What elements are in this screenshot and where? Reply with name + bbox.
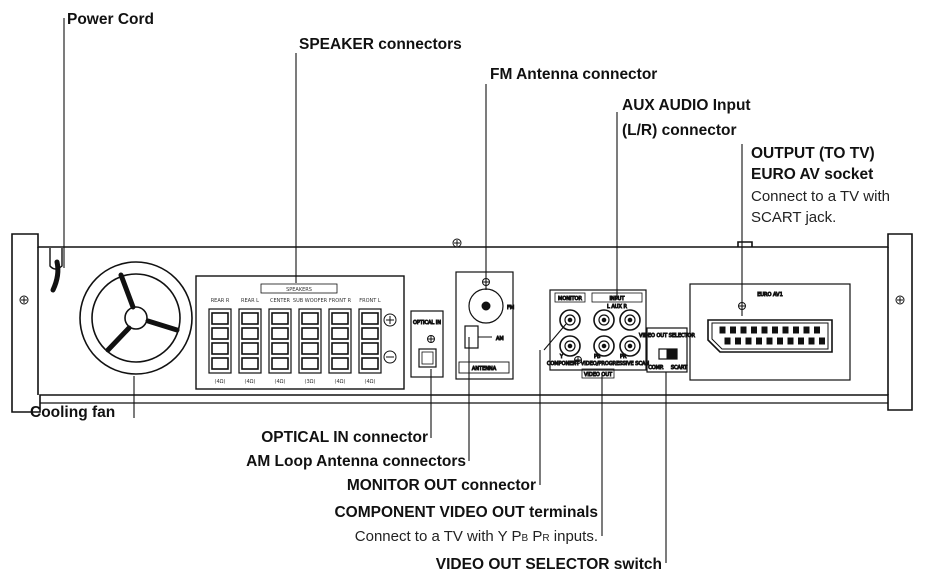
speaker-channel-label: FRONT L (359, 298, 381, 304)
optical-in-panel-label: OPTICAL IN (413, 320, 441, 326)
speaker-impedance-label: (4Ω) (275, 379, 286, 385)
monitor-panel-label: MONITOR (558, 296, 582, 302)
component-desc-b: B (521, 533, 529, 544)
speaker-connectors-label: SPEAKER connectors (299, 36, 462, 53)
speaker-impedance-label: (4Ω) (245, 379, 256, 385)
speaker-channel-label: CENTER (270, 298, 291, 304)
component-out-panel-label: VIDEO OUT (584, 372, 613, 378)
optical-in-label: OPTICAL IN connector (261, 429, 428, 446)
speaker-terminal-2: REAR L (4Ω) (238, 298, 262, 385)
speaker-channel-label: SUB WOOFER (293, 298, 328, 304)
scart-pin (751, 326, 757, 334)
scart-pin (798, 337, 804, 345)
scart-pin (782, 326, 789, 334)
scart-pin (803, 326, 810, 334)
speaker-impedance-label: (4Ω) (215, 379, 226, 385)
output-description-line1: Connect to a TV with (751, 188, 890, 205)
leader-lines (63, 18, 743, 563)
speaker-terminal-3: CENTER (4Ω) (268, 298, 292, 385)
component-caption-panel: COMPONENT VIDEO/PROGRESSIVE SCAN (547, 361, 650, 367)
euro-av-scart-socket: EURO AV1 (689, 283, 851, 381)
antenna-panel-label: ANTENNA (472, 366, 497, 372)
speaker-impedance-label: (4Ω) (335, 379, 346, 385)
scart-pin (735, 337, 741, 345)
cooling-fan-label: Cooling fan (30, 404, 116, 421)
speakers-panel-title: SPEAKERS (286, 287, 312, 293)
power-cord (49, 248, 63, 293)
aux-lr-panel-label: L AUX R (607, 304, 627, 310)
component-jack-label: Y (559, 354, 564, 360)
aux-audio-label-line2: (L/R) connector (622, 122, 737, 139)
speaker-channel-label: FRONT R (329, 298, 352, 304)
selector-panel-label: VIDEO OUT SELECTOR (639, 333, 695, 339)
scart-pin (793, 326, 799, 334)
mounting-screws (19, 238, 905, 364)
output-label-line1: OUTPUT (TO TV) (751, 145, 875, 162)
scart-pin (772, 326, 778, 334)
fm-antenna-label: FM Antenna connector (490, 66, 658, 83)
component-desc-post: inputs. (549, 528, 598, 545)
am-loop-antenna-label: AM Loop Antenna connectors (246, 453, 466, 470)
scart-pin (756, 337, 762, 345)
video-out-selector-label: VIDEO OUT SELECTOR switch (435, 556, 662, 573)
scart-pin (724, 337, 731, 345)
euro-av-panel-label: EURO AV1 (757, 292, 783, 298)
speaker-terminal-5: FRONT R (4Ω) (328, 298, 352, 385)
power-cord-label: Power Cord (67, 11, 154, 28)
scart-pin (819, 337, 825, 345)
speaker-channel-label: REAR L (241, 298, 259, 304)
aux-r-jack (619, 309, 641, 331)
scart-pin (745, 337, 752, 345)
scart-pin (761, 326, 768, 334)
scart-pin (730, 326, 736, 334)
selector-comp-label: COMP. (648, 365, 664, 371)
component-desc-pre: Connect to a TV with Y P (354, 528, 522, 545)
antenna-terminals: FM AM ANTENNA (455, 271, 515, 380)
speaker-channel-label: REAR R (211, 298, 230, 304)
scart-pin (808, 337, 815, 345)
cooling-fan (79, 261, 193, 375)
component-y-jack (559, 335, 581, 357)
chassis (11, 233, 913, 413)
component-jack-label: PB (594, 354, 601, 360)
output-description-line2: SCART jack. (751, 209, 837, 226)
component-jack-label: PR (620, 354, 627, 360)
monitor-out-label: MONITOR OUT connector (346, 477, 536, 494)
component-video-description: Connect to a TV with Y PB PR inputs. (355, 527, 598, 548)
optical-in-jack: OPTICAL IN (410, 310, 444, 378)
component-desc-mid: P (528, 528, 543, 545)
component-desc-r: R (542, 533, 550, 544)
scart-pin (814, 326, 820, 334)
component-video-label: COMPONENT VIDEO OUT terminals (334, 504, 598, 521)
speaker-terminal-1: REAR R (4Ω) (208, 298, 232, 385)
monitor-out-jack (559, 309, 581, 331)
speaker-impedance-label: (4Ω) (365, 379, 376, 385)
aux-l-jack (593, 309, 615, 331)
scart-pin (787, 337, 794, 345)
output-label-line2: EURO AV socket (751, 166, 874, 183)
scart-pin (766, 337, 773, 345)
selector-scart-label: SCART (671, 365, 688, 371)
speaker-terminal-4: SUB WOOFER (3Ω) (293, 298, 328, 385)
am-panel-label: AM (496, 336, 504, 342)
scart-pin (719, 326, 726, 334)
component-pb-jack (593, 335, 615, 357)
speaker-terminal-6: FRONT L (4Ω) (358, 298, 382, 385)
component-pr-jack (619, 335, 641, 357)
speaker-impedance-label: (3Ω) (305, 379, 316, 385)
scart-pin (740, 326, 747, 334)
fm-panel-label: FM (507, 305, 514, 311)
scart-pin (777, 337, 783, 345)
speaker-terminal-block: SPEAKERS REAR R (4Ω) REAR L (4Ω) CENTER (4Ω) S… (195, 275, 405, 390)
aux-audio-label-line1: AUX AUDIO Input (622, 97, 751, 114)
